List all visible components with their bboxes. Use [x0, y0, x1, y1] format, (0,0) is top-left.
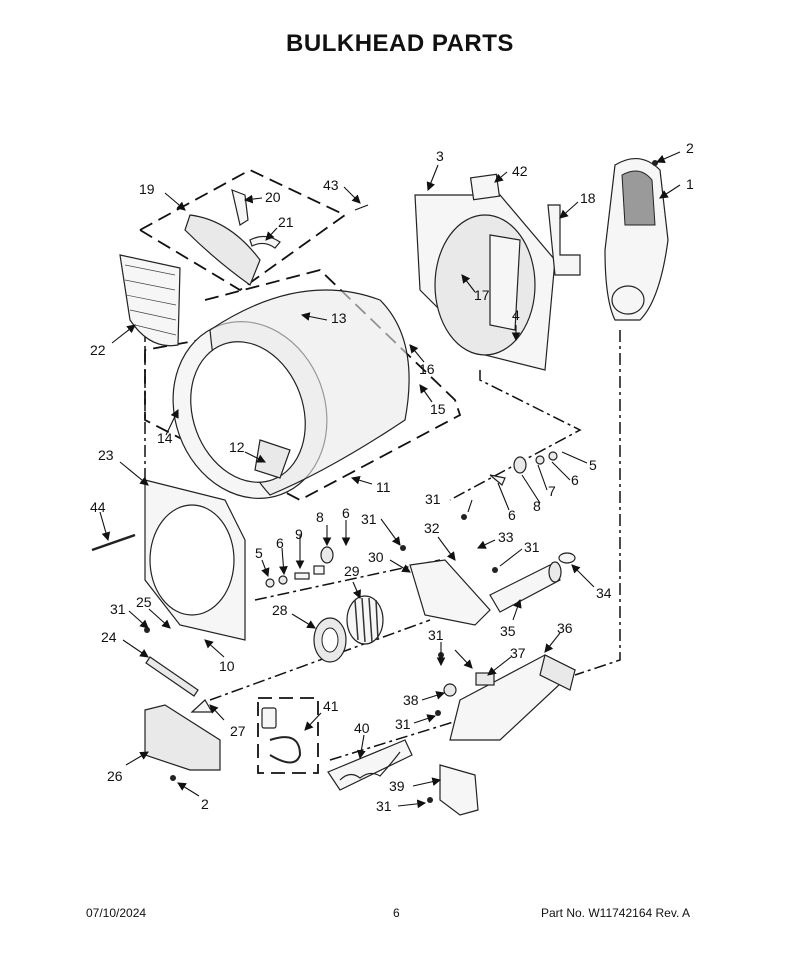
callout-6-right-lower: 6	[508, 507, 516, 523]
callout-40: 40	[354, 720, 370, 736]
callout-31-f: 31	[376, 798, 392, 814]
callout-23: 23	[98, 447, 114, 463]
leader-lines	[99, 151, 681, 809]
blower-wheel	[346, 595, 384, 645]
callout-22: 22	[90, 342, 106, 358]
callout-34: 34	[596, 585, 612, 601]
callout-14: 14	[157, 430, 173, 446]
seal-ring	[558, 552, 576, 564]
page-title: BULKHEAD PARTS	[286, 30, 514, 57]
callout-labels: 2 1 3 42 18 17 4 19 20 21 43 22 13 16 15…	[90, 140, 694, 814]
lint-screen	[119, 254, 181, 347]
callout-41: 41	[323, 698, 339, 714]
callout-28: 28	[272, 602, 288, 618]
callout-44: 44	[90, 499, 106, 515]
callout-6-right-upper: 6	[571, 472, 579, 488]
front-bulkhead	[144, 479, 246, 641]
thermistor-bracket	[547, 204, 581, 276]
lint-filter-housing	[604, 158, 669, 321]
callout-38: 38	[403, 692, 419, 708]
callout-5-left: 5	[255, 545, 263, 561]
callout-19: 19	[139, 181, 155, 197]
callout-29: 29	[344, 563, 360, 579]
callout-43: 43	[323, 177, 339, 193]
callout-10: 10	[219, 658, 235, 674]
callout-42: 42	[512, 163, 528, 179]
heater-housing	[449, 654, 577, 741]
callout-37: 37	[510, 645, 526, 661]
callout-15: 15	[430, 401, 446, 417]
callout-17: 17	[474, 287, 490, 303]
callout-16: 16	[419, 361, 435, 377]
callout-2: 2	[686, 140, 694, 156]
callout-31-a: 31	[425, 491, 441, 507]
callout-5-right: 5	[589, 457, 597, 473]
callout-31-c: 31	[524, 539, 540, 555]
cord-44-shape	[91, 533, 136, 552]
callout-8-right: 8	[533, 498, 541, 514]
callout-26: 26	[107, 768, 123, 784]
idler-pulley-set-left	[265, 546, 334, 588]
alignment-line-right	[574, 330, 621, 676]
drum	[172, 289, 410, 499]
callout-31-g: 31	[110, 601, 126, 617]
footer-part-number: Part No. W11742164 Rev. A	[541, 906, 690, 920]
callout-2-bottom: 2	[201, 796, 209, 812]
screw-43-shape	[354, 204, 369, 211]
callout-7: 7	[548, 483, 556, 499]
footer-page-number: 6	[393, 906, 400, 920]
alignment-line-rear	[449, 370, 582, 501]
heater-tube	[489, 561, 562, 613]
bearing-ring-inner	[321, 627, 339, 653]
callout-18: 18	[580, 190, 596, 206]
group-outline-wire-harness	[257, 697, 319, 774]
callout-12: 12	[229, 439, 245, 455]
callout-31-b: 31	[361, 511, 377, 527]
callout-21: 21	[278, 214, 294, 230]
idler-pulley-set-right	[489, 451, 558, 486]
wire-harness	[261, 707, 302, 764]
blower-inlet-duct	[144, 704, 221, 771]
callout-11: 11	[376, 479, 391, 495]
clip-27-shape	[190, 699, 214, 713]
callout-9: 9	[295, 526, 303, 542]
callout-6-left-upper: 6	[342, 505, 350, 521]
callout-1: 1	[686, 176, 694, 192]
callout-39: 39	[389, 778, 405, 794]
blower-housing	[409, 559, 491, 626]
callout-35: 35	[500, 623, 516, 639]
footer-date: 07/10/2024	[86, 906, 147, 920]
thermostat-37-shape	[475, 672, 495, 686]
thermal-fuse-38-shape	[443, 683, 457, 697]
callout-3: 3	[436, 148, 444, 164]
callout-31-d: 31	[428, 627, 444, 643]
callout-6-left-lower: 6	[276, 535, 284, 551]
callout-36: 36	[557, 620, 573, 636]
callout-33: 33	[498, 529, 514, 545]
callout-20: 20	[265, 189, 281, 205]
callout-27: 27	[230, 723, 246, 739]
callout-8-left: 8	[316, 509, 324, 525]
label-plate	[469, 173, 501, 201]
callout-30: 30	[368, 549, 384, 565]
support-strip	[145, 656, 199, 697]
callout-25: 25	[136, 594, 152, 610]
heating-element	[327, 739, 413, 791]
heater-bracket	[439, 764, 479, 816]
callout-31-e: 31	[395, 716, 411, 732]
alignment-line-duct	[209, 619, 431, 701]
rear-bulkhead	[414, 194, 556, 371]
callout-4: 4	[512, 307, 520, 323]
callout-24: 24	[101, 629, 117, 645]
alignment-line-shaft	[254, 559, 441, 601]
callout-13: 13	[331, 310, 347, 326]
callout-32: 32	[424, 520, 440, 536]
